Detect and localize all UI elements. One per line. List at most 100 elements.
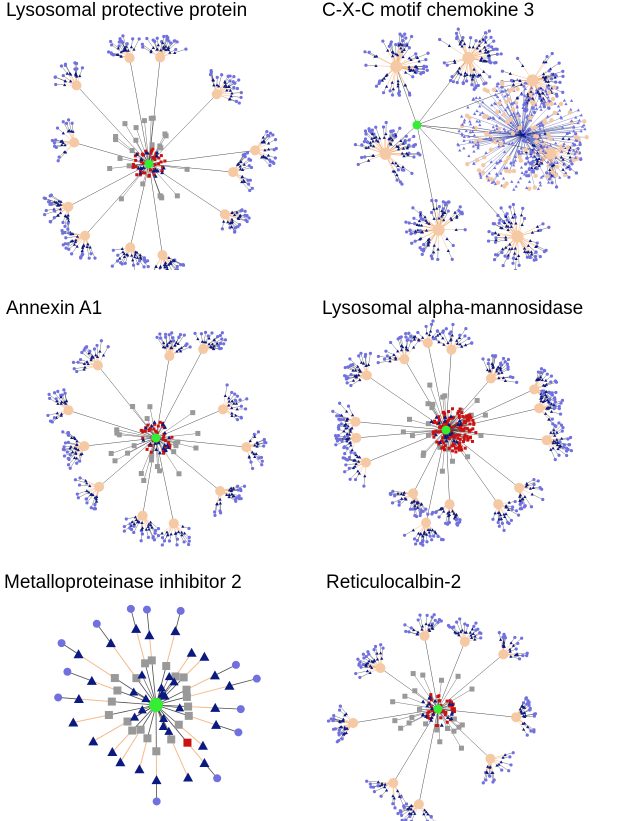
circle-node (410, 241, 414, 245)
triangle-node (134, 518, 139, 521)
edge (263, 133, 271, 141)
edge (521, 127, 563, 136)
red-node (153, 158, 157, 162)
triangle-node (95, 499, 99, 503)
circle-node (48, 396, 52, 400)
triangle-node (74, 238, 78, 242)
circle-node (509, 78, 514, 83)
circle-node (55, 126, 60, 130)
triangle-node (378, 136, 382, 140)
triangle-node (135, 250, 139, 254)
nodes (331, 319, 573, 547)
hub-node (144, 159, 154, 169)
circle-node (567, 443, 571, 447)
triangle-node (413, 65, 418, 68)
circle-node (408, 507, 413, 511)
triangle-node (538, 183, 543, 187)
circle-node (500, 69, 505, 73)
edge (375, 127, 380, 139)
triangle-node (478, 73, 482, 77)
cluster-center-node (496, 126, 502, 132)
circle-node (119, 261, 123, 265)
circle-node (533, 254, 538, 259)
circle-node (154, 528, 158, 533)
triangle-node (496, 81, 501, 85)
circle-node (79, 256, 83, 260)
circle-node (175, 537, 180, 541)
triangle-node (520, 120, 525, 124)
circle-node (382, 357, 387, 361)
cluster-center-node (489, 177, 494, 182)
edge (129, 58, 150, 165)
circle-node (239, 496, 243, 501)
cluster-center-node (508, 117, 514, 122)
triangle-node (405, 43, 409, 47)
triangle-node (204, 340, 208, 344)
triangle-node (501, 376, 505, 380)
triangle-node (369, 143, 373, 147)
triangle-node (55, 399, 59, 403)
circle-node (243, 407, 248, 411)
triangle-node (524, 133, 528, 136)
circle-node (474, 85, 478, 90)
circle-node (206, 334, 210, 338)
cluster-center-node (350, 416, 361, 427)
edge (521, 134, 574, 144)
edge (521, 114, 582, 136)
triangle-node (164, 48, 168, 52)
circle-node (419, 511, 423, 515)
triangle-node (218, 501, 222, 505)
panel-lysosomal-alpha-mannosidase: Lysosomal alpha-mannosidase (322, 298, 622, 560)
triangle-node (572, 129, 576, 133)
triangle-node (89, 492, 94, 496)
triangle-node (520, 171, 524, 175)
edge (149, 406, 157, 439)
edge (135, 140, 150, 165)
triangle-node (118, 256, 122, 260)
circle-node (550, 181, 554, 185)
triangle-node (555, 443, 559, 447)
cluster-center-node (534, 403, 545, 414)
triangle-node (544, 390, 548, 393)
circle-node (431, 319, 435, 323)
circle-node (364, 63, 368, 67)
triangle-node (445, 434, 450, 438)
circle-node (527, 167, 531, 172)
circle-node (393, 494, 397, 498)
red-node (451, 415, 455, 419)
circle-node (464, 326, 468, 331)
triangle-node (443, 418, 448, 423)
circle-node (401, 38, 405, 43)
circle-node (66, 433, 71, 437)
red-node (147, 443, 151, 447)
circle-node (346, 404, 351, 408)
red-node (438, 425, 442, 429)
triangle-node (415, 56, 420, 59)
triangle-node (542, 144, 546, 148)
triangle-node (555, 161, 559, 165)
edge (360, 353, 364, 364)
triangle-node (514, 257, 518, 261)
cluster-center-node (510, 131, 516, 136)
triangle-node (502, 141, 506, 145)
triangle-node (140, 521, 144, 525)
triangle-node (518, 78, 522, 82)
cluster-center-node (379, 147, 392, 160)
triangle-node (173, 343, 177, 347)
circle-node (411, 75, 415, 79)
triangle-node (396, 164, 400, 167)
circle-node (247, 216, 251, 220)
red-node (452, 443, 456, 447)
triangle-node (505, 105, 510, 109)
triangle-node (527, 180, 532, 183)
triangle-node (555, 440, 559, 444)
triangle-node (412, 337, 417, 341)
triangle-node (364, 363, 368, 367)
triangle-node (424, 218, 428, 222)
cluster-center-node (542, 118, 547, 123)
triangle-node (504, 512, 508, 516)
circle-node (66, 431, 70, 435)
edge (498, 366, 509, 374)
cluster-center-node (517, 154, 522, 160)
cluster-center-node (485, 373, 496, 384)
